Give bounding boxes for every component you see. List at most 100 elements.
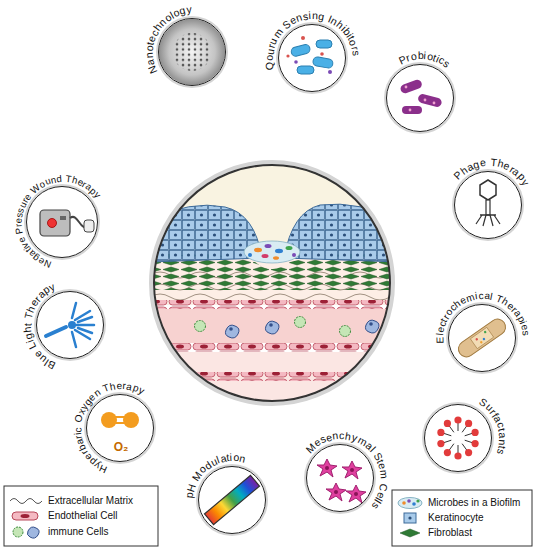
bacterium <box>312 56 333 68</box>
cell-nucleus <box>334 490 338 494</box>
treatment-label: pH Modulation <box>180 448 258 513</box>
legend-label: Fibroblast <box>428 527 472 539</box>
endothelial-row <box>150 300 400 309</box>
treatment-circle: Hyperbaric Oxygen TherapyO₂ <box>86 394 154 462</box>
surfactant-head <box>444 420 451 427</box>
label-glyph: s <box>302 9 309 23</box>
surfactant-head <box>454 452 461 459</box>
cell-nucleus <box>354 492 358 496</box>
label-glyph: e <box>116 380 122 392</box>
label-glyph: n <box>238 452 247 466</box>
electrode-dot <box>475 338 478 341</box>
label-glyph: P <box>13 227 25 235</box>
cell-nucleus <box>269 323 273 327</box>
immune-cell <box>265 321 279 334</box>
surfactant-head <box>444 449 451 456</box>
label-glyph: n <box>332 429 339 443</box>
label-glyph: i <box>230 451 233 464</box>
label-glyph: h <box>109 380 117 393</box>
endothelial-row <box>150 372 400 381</box>
surfactant-head <box>437 429 444 436</box>
keratinocyte-sample <box>404 513 416 523</box>
legend-label: Keratinocyte <box>428 512 484 524</box>
cell-nucleus <box>229 327 233 331</box>
phage-baseplate <box>480 214 496 216</box>
surfactant-head <box>472 429 479 436</box>
immune-sample <box>27 527 39 538</box>
microbe <box>407 499 411 503</box>
bacterium-spot <box>433 102 436 105</box>
treatment-label: Phage Therapy <box>446 153 535 203</box>
fibroblast-sample <box>400 529 420 537</box>
label-glyph: Q <box>263 61 277 71</box>
probiotic-bacterium <box>399 78 423 94</box>
immune-sample <box>13 527 23 537</box>
biofilm-sample <box>398 498 422 509</box>
label-glyph: m <box>465 291 476 305</box>
cell-nucleus <box>408 516 411 519</box>
label-glyph <box>486 156 489 169</box>
nanoparticle-glow <box>159 19 225 85</box>
immune-cell <box>340 326 351 337</box>
label-glyph: c <box>72 427 84 432</box>
electrode-dot <box>482 337 485 340</box>
treatment-circle: Qourum Sensing Inhibitors <box>278 24 346 92</box>
label-glyph: o <box>263 55 276 61</box>
matrix-sample <box>10 499 42 504</box>
microbe <box>416 499 419 502</box>
microbe <box>286 246 293 250</box>
surfactant-head <box>454 416 461 423</box>
label-glyph: n <box>143 52 156 59</box>
microbe <box>248 253 252 257</box>
label-glyph: H <box>184 482 199 493</box>
label-glyph: E <box>434 336 446 343</box>
treatment-label: Electrochemical Therapies <box>430 286 535 356</box>
bandage-strip <box>455 316 508 360</box>
bacterium-spot <box>409 109 412 112</box>
phage-legs <box>476 215 500 226</box>
probiotic-bacterium <box>417 93 443 108</box>
microbe <box>275 249 283 253</box>
nanoparticle-lattice <box>173 33 211 71</box>
biofilm-matrix <box>244 241 300 263</box>
treatment-label: Blue Light Therapy <box>18 276 72 375</box>
label-glyph: T <box>490 156 498 170</box>
surfactant-head <box>437 440 444 447</box>
treatment-circle: Nanotechnology <box>158 18 226 86</box>
immune-cell <box>365 320 379 333</box>
phage-head <box>480 180 496 200</box>
treatment-circle: Blue Light Therapy <box>36 291 104 359</box>
label-glyph: b <box>417 49 423 62</box>
treatment-circle: Negative Pressure Wound Therapy <box>26 186 98 258</box>
stem-cell <box>342 461 362 479</box>
label-glyph: i <box>308 9 311 22</box>
label-glyph: y <box>186 3 192 16</box>
label-glyph: d <box>56 173 62 184</box>
treatment-label: Hyperbaric Oxygen Therapy <box>68 376 154 479</box>
legend-label: Microbes in a Biofilm <box>428 497 520 509</box>
surfactant-head <box>472 440 479 447</box>
surfactant-head <box>465 420 472 427</box>
signal-molecule <box>328 70 332 74</box>
stem-cell <box>317 459 337 477</box>
bandage-pad <box>470 327 493 348</box>
endothelial-row <box>150 343 400 352</box>
label-glyph: t <box>21 323 34 326</box>
oxygen-atom <box>101 412 117 428</box>
label-glyph: e <box>13 218 24 224</box>
blood-vessel <box>150 309 400 343</box>
immune-cell <box>295 317 306 328</box>
formula-label: O₂ <box>114 440 129 454</box>
label-glyph: s <box>519 330 532 337</box>
treatment-circle: Probiotics <box>386 64 454 132</box>
phage-tail <box>486 200 490 215</box>
legend-box <box>4 486 158 546</box>
treatment-label: Negative Pressure Wound Therapy <box>9 169 109 275</box>
signal-molecule <box>286 54 289 57</box>
light-source <box>68 321 76 329</box>
signal-molecule <box>294 60 298 64</box>
pump-device <box>40 210 70 236</box>
electrode-dot <box>480 341 483 344</box>
microbe <box>402 501 406 505</box>
